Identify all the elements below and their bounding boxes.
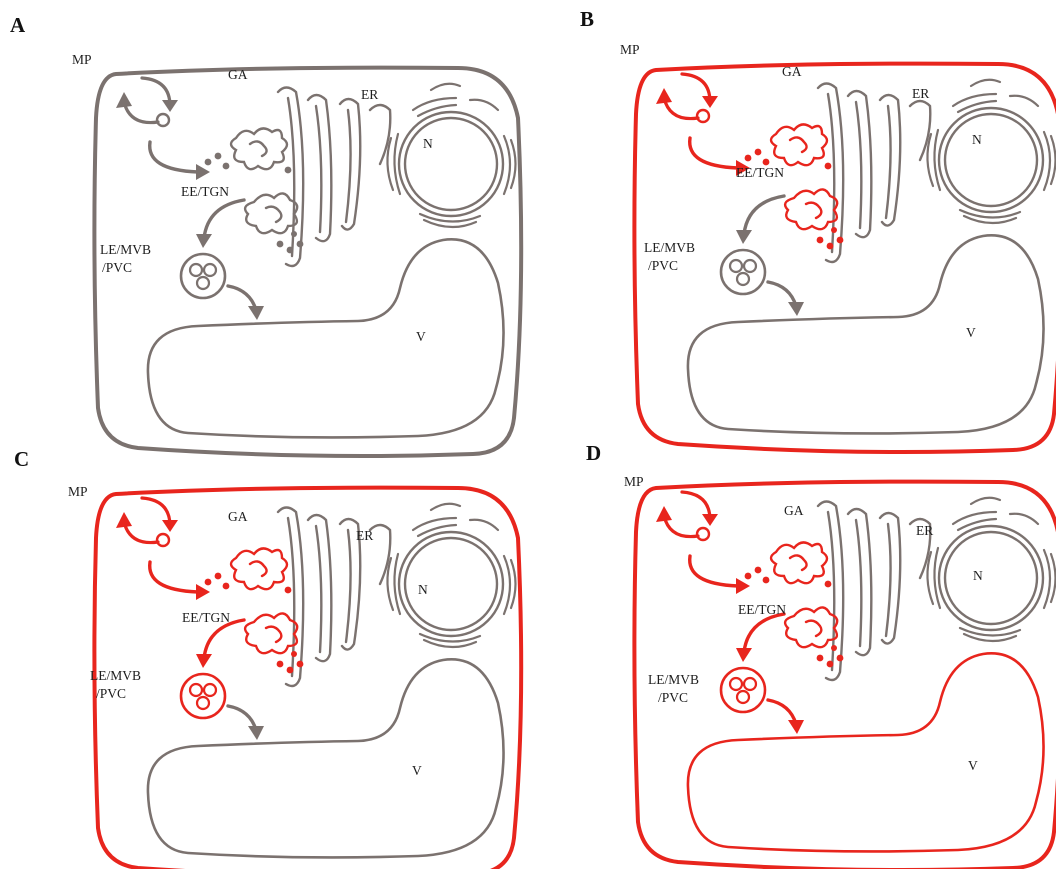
nucleus — [939, 526, 1043, 630]
panel-d: D MP GA ER N EE/TGN LE/MVB /PVC V — [586, 441, 1056, 869]
le-mvb-label: LE/MVB — [100, 242, 151, 257]
er-label: ER — [356, 528, 373, 543]
pvc-label: /PVC — [658, 690, 688, 705]
vacuole-label: V — [966, 325, 976, 340]
cell — [94, 68, 521, 456]
endocytic-vesicle — [157, 534, 169, 546]
nucleus-label: N — [972, 132, 982, 147]
le-mvb-label: LE/MVB — [644, 240, 695, 255]
nucleus-label: N — [418, 582, 428, 597]
le-mvb-pvc — [181, 674, 225, 718]
ee-tgn-label: EE/TGN — [181, 184, 229, 199]
ee-tgn-compartments — [231, 548, 297, 653]
endocytosis-arrowhead — [162, 100, 178, 112]
ee-tgn-label: EE/TGN — [736, 165, 784, 180]
arrowhead-to-le-mvb — [736, 230, 752, 244]
arrowhead-to-vacuole — [248, 306, 264, 320]
panel-letter: D — [586, 441, 601, 465]
ga-label: GA — [782, 64, 802, 79]
arrowhead-to-ee-tgn — [196, 164, 210, 180]
arrow-to-le-mvb — [204, 200, 244, 238]
endocytosis-arrowhead — [702, 96, 718, 108]
nucleus — [939, 108, 1043, 212]
pvc-label: /PVC — [102, 260, 132, 275]
recycling-arrowhead — [116, 92, 132, 108]
nucleus — [399, 532, 503, 636]
recycling-arrowhead — [656, 506, 672, 522]
le-mvb-label: LE/MVB — [648, 672, 699, 687]
arrowhead-to-le-mvb — [196, 654, 212, 668]
vacuole-label: V — [416, 329, 426, 344]
mp-label: MP — [620, 42, 640, 57]
ee-tgn-label: EE/TGN — [738, 602, 786, 617]
ga-label: GA — [228, 67, 248, 82]
arrowhead-to-ee-tgn — [196, 584, 210, 600]
recycling-arrowhead — [116, 512, 132, 528]
arrow-to-ee-tgn — [150, 562, 198, 592]
golgi-apparatus — [278, 508, 390, 687]
arrow-to-ee-tgn — [690, 556, 738, 586]
arrowhead-to-le-mvb — [736, 648, 752, 662]
panel-letter: A — [10, 13, 26, 37]
ee-tgn-label: EE/TGN — [182, 610, 230, 625]
er-label: ER — [361, 87, 378, 102]
le-mvb-pvc — [721, 250, 765, 294]
nucleus-label: N — [423, 136, 433, 151]
plasma-membrane — [94, 68, 521, 456]
panel-a: A MP GA ER N EE/TGN LE/MVB /PVC V — [10, 13, 521, 456]
ee-tgn-compartments — [771, 542, 837, 647]
golgi-apparatus — [818, 84, 930, 263]
arrow-to-ee-tgn — [690, 138, 738, 168]
arrowhead-to-vacuole — [788, 302, 804, 316]
le-mvb-label: LE/MVB — [90, 668, 141, 683]
recycling-arrowhead — [656, 88, 672, 104]
golgi-apparatus — [278, 88, 390, 267]
endocytic-vesicle — [697, 110, 709, 122]
le-mvb-pvc — [721, 668, 765, 712]
arrowhead-to-vacuole — [788, 720, 804, 734]
endocytic-vesicle — [157, 114, 169, 126]
vacuole-label: V — [968, 758, 978, 773]
le-mvb-pvc — [181, 254, 225, 298]
mp-label: MP — [624, 474, 644, 489]
pvc-label: /PVC — [648, 258, 678, 273]
cell — [634, 64, 1056, 452]
panel-letter: B — [580, 7, 594, 31]
endocytic-vesicle — [697, 528, 709, 540]
ga-label: GA — [228, 509, 248, 524]
panel-c: C MP GA ER N EE/TGN LE/MVB /PVC V — [14, 447, 521, 869]
ee-tgn-compartments — [231, 128, 297, 233]
mp-label: MP — [68, 484, 88, 499]
er-label: ER — [916, 523, 933, 538]
arrow-to-le-mvb — [744, 196, 784, 234]
panel-b: B MP GA ER N EE/TGN LE/MVB /PVC V — [580, 7, 1056, 452]
arrowhead-to-vacuole — [248, 726, 264, 740]
plasma-membrane — [634, 64, 1056, 452]
ga-label: GA — [784, 503, 804, 518]
arrow-to-le-mvb — [744, 614, 784, 652]
golgi-apparatus — [818, 502, 930, 681]
endocytosis-arrowhead — [162, 520, 178, 532]
arrow-to-le-mvb — [204, 620, 244, 658]
er-label: ER — [912, 86, 929, 101]
arrowhead-to-ee-tgn — [736, 578, 750, 594]
pvc-label: /PVC — [96, 686, 126, 701]
vacuole-label: V — [412, 763, 422, 778]
cell — [94, 488, 521, 869]
panel-letter: C — [14, 447, 29, 471]
endocytosis-arrowhead — [702, 514, 718, 526]
nucleus — [399, 112, 503, 216]
mp-label: MP — [72, 52, 92, 67]
arrow-to-ee-tgn — [150, 142, 198, 172]
arrowhead-to-le-mvb — [196, 234, 212, 248]
nucleus-label: N — [973, 568, 983, 583]
